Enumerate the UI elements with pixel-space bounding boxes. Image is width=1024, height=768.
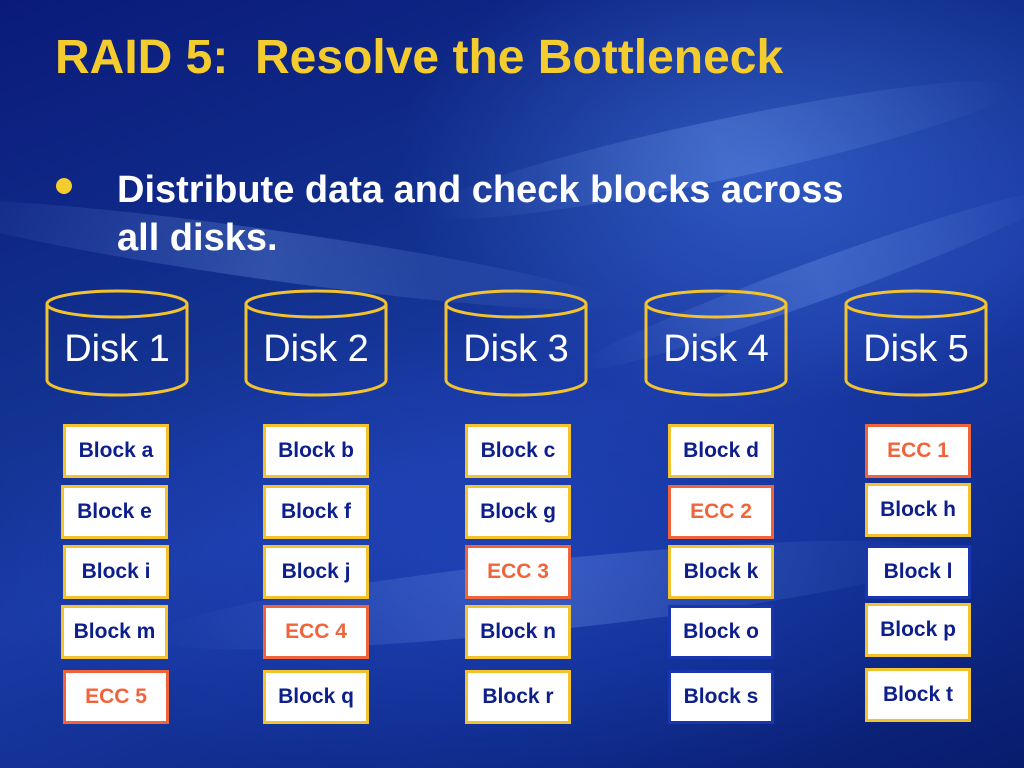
block-cell: Block p bbox=[865, 603, 971, 657]
block-cell: Block s bbox=[668, 670, 774, 724]
block-cell: Block k bbox=[668, 545, 774, 599]
block-cell: Block e bbox=[61, 485, 168, 539]
block-cell: Block c bbox=[465, 424, 571, 478]
block-cell: Block n bbox=[465, 605, 571, 659]
block-cell: Block b bbox=[263, 424, 369, 478]
disk-label: Disk 5 bbox=[863, 328, 969, 370]
block-cell: Block o bbox=[668, 605, 774, 659]
slide-title: RAID 5: Resolve the Bottleneck bbox=[55, 31, 784, 84]
disk-label: Disk 4 bbox=[663, 328, 769, 370]
cylinder-icon bbox=[644, 289, 788, 397]
bullet-text: Distribute data and check blocks across … bbox=[117, 169, 844, 259]
block-cell: Block f bbox=[263, 485, 369, 539]
disk-5: Disk 5 bbox=[843, 288, 989, 398]
block-cell: Block q bbox=[263, 670, 369, 724]
bullet-dot-icon bbox=[56, 178, 72, 194]
block-cell: Block i bbox=[63, 545, 169, 599]
block-cell: Block a bbox=[63, 424, 169, 478]
disk-1: Disk 1 bbox=[44, 288, 190, 398]
disk-2: Disk 2 bbox=[243, 288, 389, 398]
disk-4: Disk 4 bbox=[643, 288, 789, 398]
ecc-block-cell: ECC 4 bbox=[263, 605, 369, 659]
disk-label: Disk 1 bbox=[64, 328, 170, 370]
cylinder-icon bbox=[244, 289, 388, 397]
block-cell: Block d bbox=[668, 424, 774, 478]
block-cell: Block m bbox=[61, 605, 168, 659]
block-cell: Block g bbox=[465, 485, 571, 539]
cylinder-icon bbox=[45, 289, 189, 397]
ecc-block-cell: ECC 5 bbox=[63, 670, 169, 724]
block-cell: Block l bbox=[865, 545, 971, 599]
cylinder-icon bbox=[444, 289, 588, 397]
ecc-block-cell: ECC 3 bbox=[465, 545, 571, 599]
disk-3: Disk 3 bbox=[443, 288, 589, 398]
disk-label: Disk 2 bbox=[263, 328, 369, 370]
ecc-block-cell: ECC 2 bbox=[668, 485, 774, 539]
block-cell: Block h bbox=[865, 483, 971, 537]
block-cell: Block t bbox=[865, 668, 971, 722]
cylinder-icon bbox=[844, 289, 988, 397]
block-cell: Block j bbox=[263, 545, 369, 599]
block-cell: Block r bbox=[465, 670, 571, 724]
disk-label: Disk 3 bbox=[463, 328, 569, 370]
ecc-block-cell: ECC 1 bbox=[865, 424, 971, 478]
